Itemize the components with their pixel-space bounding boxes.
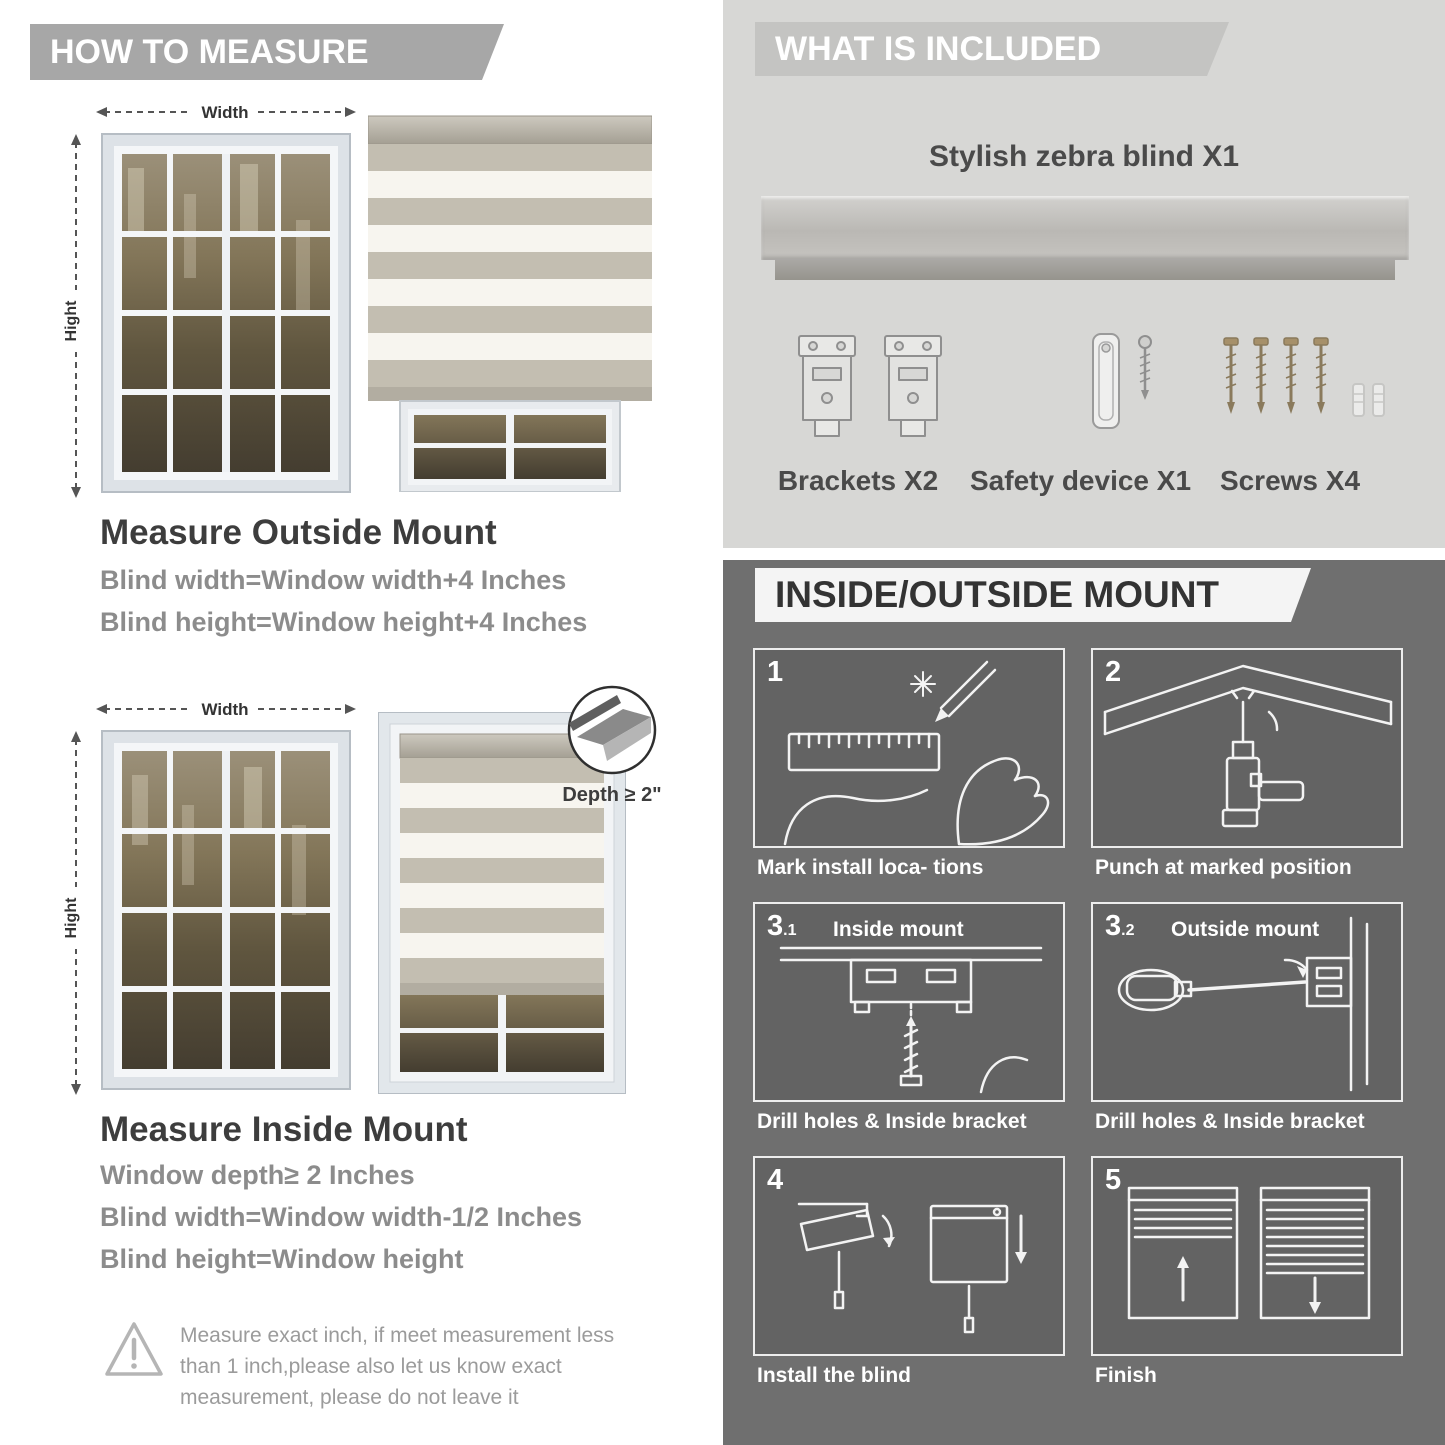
brackets-label: Brackets X2	[777, 465, 939, 496]
window-photo	[101, 730, 351, 1090]
zebra-blind-headrail	[761, 196, 1409, 260]
screws-illustration	[1215, 334, 1391, 446]
step-2-caption: Punch at marked position	[1095, 856, 1352, 879]
safety-device-illustration	[1053, 326, 1173, 450]
inside-window-diagram: Width Hight	[62, 695, 358, 1097]
inside-bracket-illustration	[779, 946, 1043, 1094]
step-4-caption: Install the blind	[757, 1364, 912, 1387]
width-arrow: Width	[96, 101, 356, 123]
warning-triangle-icon	[103, 1318, 165, 1382]
step-5-box: 5	[1091, 1156, 1403, 1356]
outside-blind-diagram	[368, 112, 652, 492]
blind-bottom-rail	[400, 983, 604, 995]
blind-item-label: Stylish zebra blind X1	[928, 140, 1240, 173]
warning-line-2: than 1 inch,please also let us know exac…	[180, 1355, 562, 1378]
how-to-measure-section: HOW TO MEASURE Width	[0, 0, 705, 1445]
width-label: Width	[201, 103, 248, 122]
screw-icon	[1223, 337, 1239, 414]
inside-blind-diagram	[378, 712, 626, 1094]
outside-mount-spec-1: Blind width=Window width+4 Inches	[100, 565, 567, 595]
step-4-box: 4	[753, 1156, 1065, 1356]
outside-window-diagram: Width Hight	[62, 98, 358, 500]
step-5-caption: Finish	[1095, 1364, 1157, 1387]
window-corner-closeup	[569, 695, 651, 761]
step-number: 5	[1105, 1164, 1122, 1196]
step-sub-label: Inside mount	[833, 918, 964, 941]
screw-icon	[1313, 337, 1329, 414]
drill-illustration	[1103, 664, 1393, 828]
bracket-icon	[884, 335, 942, 437]
blind-bottom-rail	[368, 387, 652, 401]
inside-mount-spec-2: Blind width=Window width-1/2 Inches	[100, 1202, 583, 1232]
safety-device-label: Safety device X1	[970, 465, 1192, 496]
install-blind-illustration	[797, 1202, 1027, 1334]
wall-anchor-icon	[1352, 383, 1385, 417]
height-label: Hight	[63, 897, 80, 939]
step-3-1-box: 3.1 Inside mount	[753, 902, 1065, 1102]
depth-label: Depth ≥ 2"	[562, 784, 662, 806]
width-label: Width	[201, 700, 248, 719]
blind-stripes	[368, 144, 652, 387]
window-glass-below	[400, 995, 604, 1072]
warning-line-1: Measure exact inch, if meet measurement …	[180, 1324, 615, 1347]
what-is-included-section: WHAT IS INCLUDED Stylish zebra blind X1	[723, 0, 1445, 548]
what-is-included-banner: WHAT IS INCLUDED	[755, 22, 1229, 76]
window-below-blind	[399, 400, 621, 492]
safety-device-icon	[1092, 333, 1120, 429]
inside-mount-title: Measure Inside Mount	[100, 1110, 468, 1149]
step-1-box: 1	[753, 648, 1065, 848]
height-arrow: Hight	[63, 134, 87, 498]
zebra-blind-headrail-lip	[775, 260, 1395, 280]
step-number: 2	[1105, 656, 1122, 688]
screws-label: Screws X4	[1219, 465, 1361, 496]
bracket-icon	[798, 335, 856, 437]
step-sub-label: Outside mount	[1171, 918, 1320, 941]
how-to-measure-banner: HOW TO MEASURE	[30, 24, 504, 80]
step-number: 3.1	[767, 910, 797, 942]
step-3-1-caption: Drill holes & Inside bracket	[757, 1110, 1027, 1133]
step-number: 1	[767, 656, 784, 688]
step-3-2-caption: Drill holes & Inside bracket	[1095, 1110, 1365, 1133]
height-label: Hight	[63, 300, 80, 342]
finish-illustration	[1127, 1186, 1371, 1320]
window-photo	[101, 133, 351, 493]
step-2-box: 2	[1091, 648, 1403, 848]
step-number: 4	[767, 1164, 784, 1196]
inside-mount-spec-3: Blind height=Window height	[100, 1244, 464, 1274]
inside-outside-mount-section: INSIDE/OUTSIDE MOUNT	[723, 560, 1445, 1445]
screw-icon	[1283, 337, 1299, 414]
outside-mount-title: Measure Outside Mount	[100, 513, 497, 552]
warning-text: Measure exact inch, if meet measurement …	[180, 1320, 614, 1413]
blind-stripes	[400, 758, 604, 983]
step-3-2-box: 3.2 Outside mount	[1091, 902, 1403, 1102]
depth-zoom-circle	[565, 683, 659, 777]
inside-outside-mount-banner: INSIDE/OUTSIDE MOUNT	[755, 568, 1311, 622]
blind-cassette	[368, 115, 652, 145]
width-arrow: Width	[96, 698, 356, 720]
screw-icon	[1138, 335, 1152, 400]
mark-location-illustration	[783, 660, 1050, 846]
outside-bracket-illustration	[1117, 916, 1369, 1092]
height-arrow: Hight	[63, 731, 87, 1095]
screw-icon	[1253, 337, 1269, 414]
warning-line-3: measurement, please do not leave it	[180, 1386, 519, 1409]
brackets-illustration	[785, 330, 955, 448]
inside-mount-spec-1: Window depth≥ 2 Inches	[100, 1160, 415, 1190]
step-number: 3.2	[1105, 910, 1135, 942]
step-1-caption: Mark install loca- tions	[757, 856, 984, 879]
outside-mount-spec-2: Blind height=Window height+4 Inches	[100, 607, 588, 637]
